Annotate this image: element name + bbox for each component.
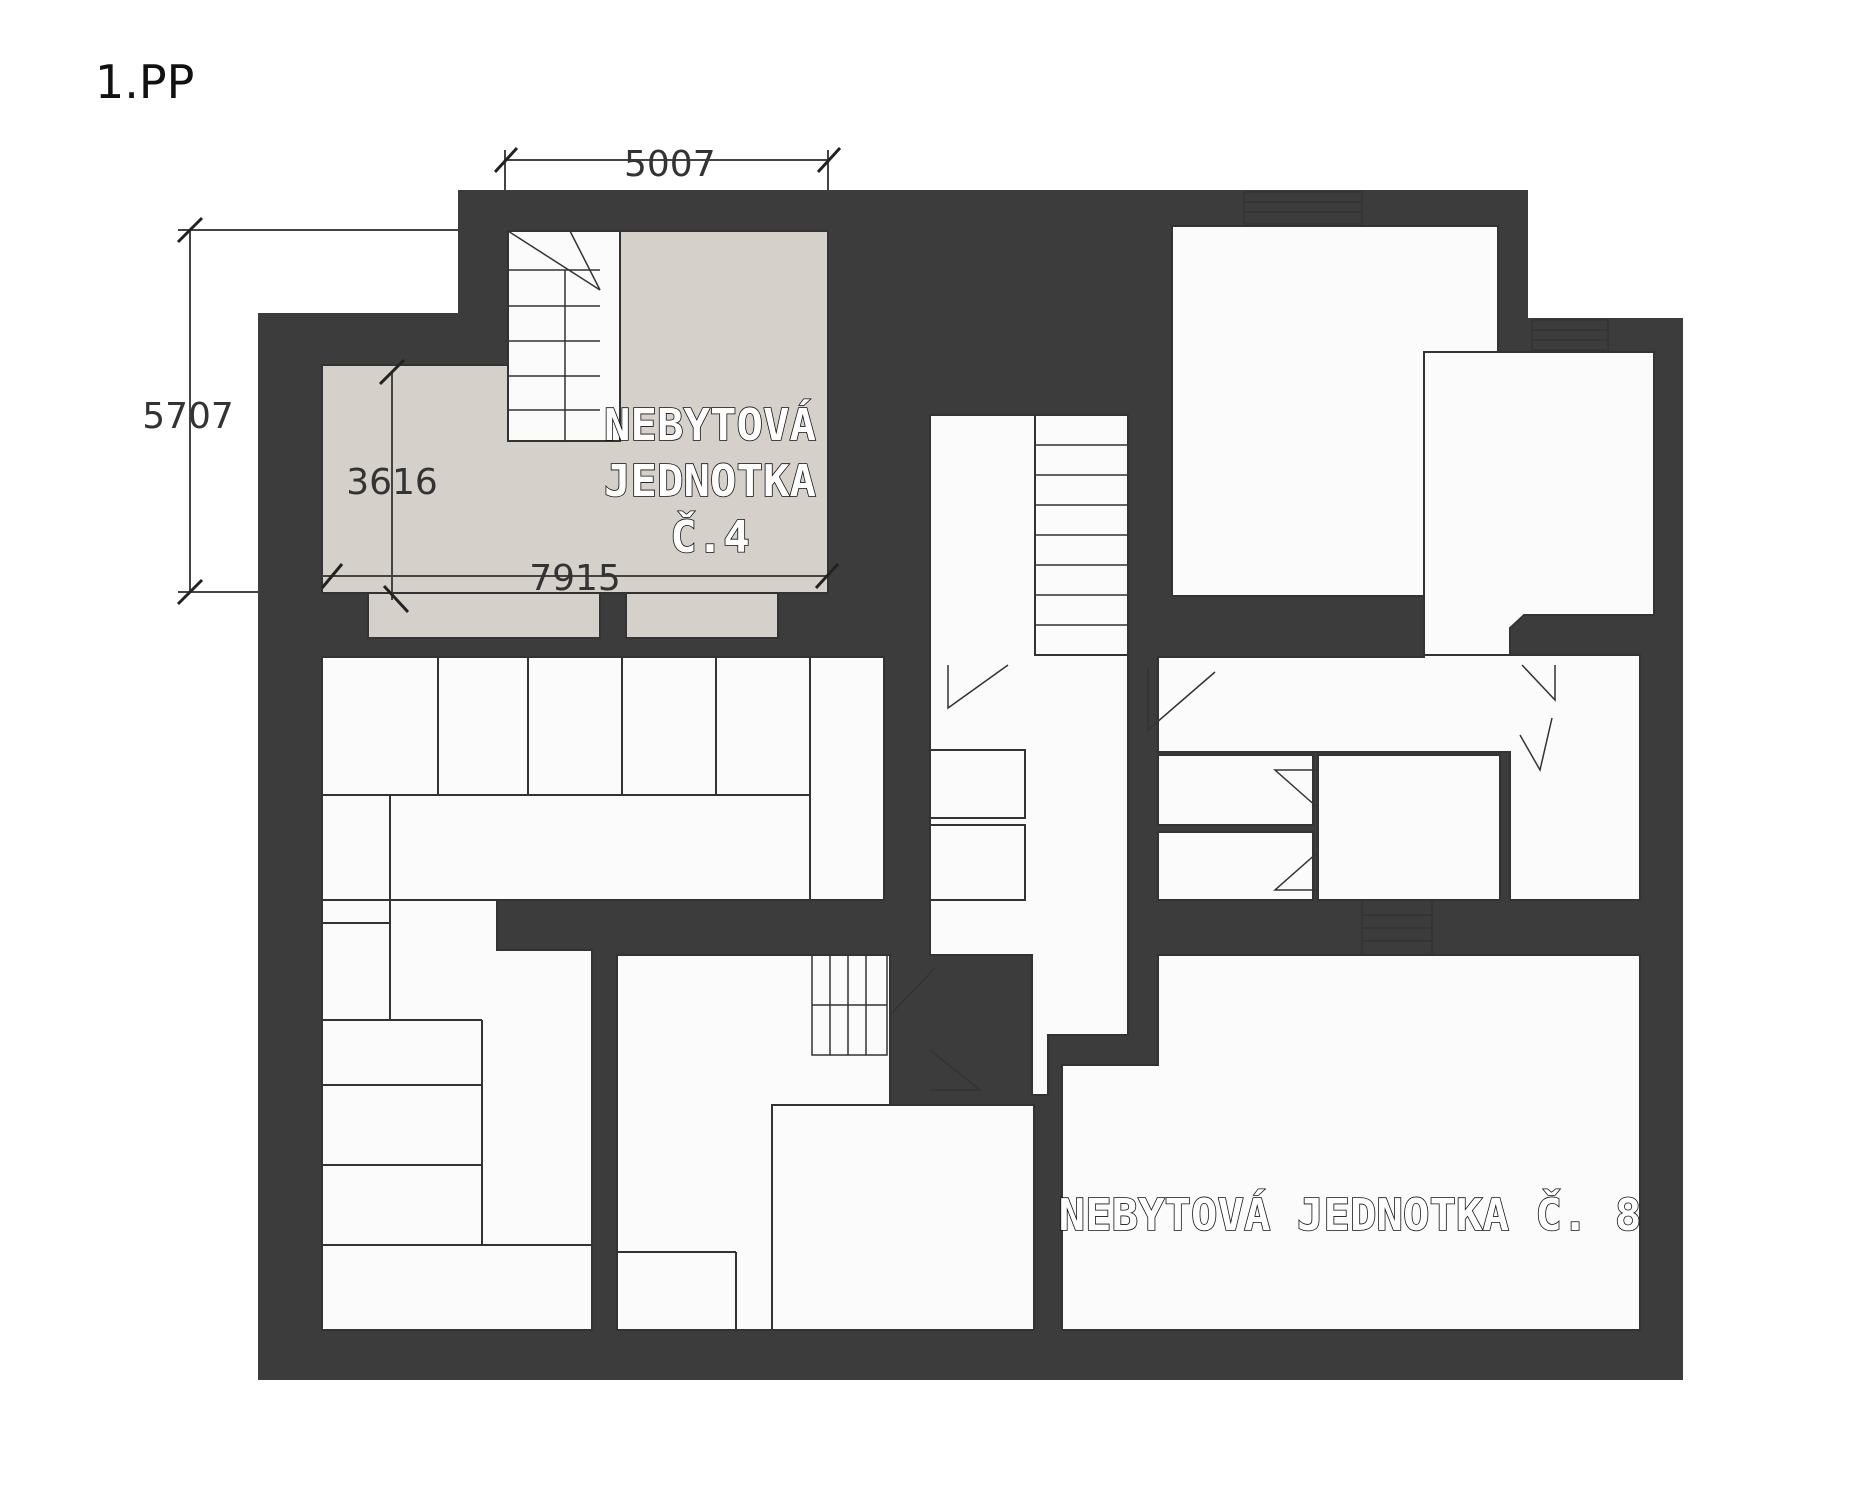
- corridor-right: [1157, 654, 1641, 901]
- unit-8-room: [1061, 954, 1641, 1331]
- unit-4-label-line1: NEBYTOVÁ: [604, 398, 816, 451]
- dim-unit4-width: 7915: [529, 558, 621, 599]
- room-bottom-mid: [771, 1104, 1035, 1331]
- unit-4-area: [321, 230, 829, 639]
- small-room-2: [1157, 831, 1314, 901]
- unit-8-label: NEBYTOVÁ JEDNOTKA Č. 8: [1059, 1188, 1642, 1241]
- room-right-center: [1317, 754, 1501, 901]
- dim-unit4-height: 3616: [346, 462, 438, 503]
- storage-room-left: [321, 656, 885, 901]
- floor-label: 1.PP: [95, 55, 194, 109]
- corridor-left: [321, 899, 884, 1331]
- dim-top-width: 5007: [624, 144, 716, 185]
- room-top-right-b: [1423, 351, 1655, 656]
- unit-4-label-line3: Č.4: [670, 510, 749, 563]
- closet-2: [929, 824, 1026, 901]
- closet-1: [929, 749, 1026, 819]
- dim-left-height: 5707: [142, 396, 234, 437]
- partitions: [322, 191, 1609, 1330]
- dimension-lines: [176, 146, 842, 614]
- unit-4-label-line2: JEDNOTKA: [604, 456, 816, 507]
- rooms: [321, 225, 1655, 1331]
- unit-4-niche-2: [625, 592, 779, 639]
- unit-4-niche-1: [367, 592, 601, 639]
- small-room-1: [1157, 754, 1314, 826]
- unit-4-staircase: [507, 230, 621, 442]
